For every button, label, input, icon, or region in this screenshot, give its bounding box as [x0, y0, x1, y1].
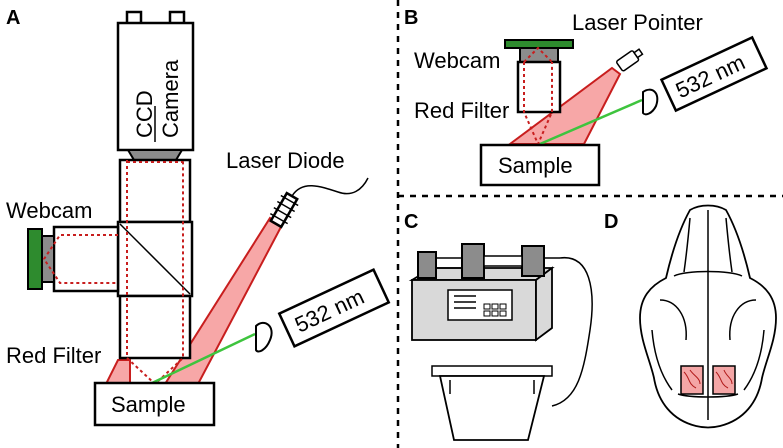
vessels-left [683, 369, 701, 389]
sample-box-b [479, 143, 601, 187]
red-filter-label: Red Filter [6, 343, 101, 368]
sample-label-b: Sample [498, 153, 573, 178]
panel-d: D [604, 204, 777, 429]
syringe-barrel [483, 255, 523, 267]
specimen-holder [431, 365, 553, 441]
green-beam-a [149, 332, 256, 386]
panel-a-letter: A [6, 7, 20, 29]
webcam-board-b [504, 39, 574, 49]
webcam-a: Webcam [6, 198, 120, 293]
panel-b-letter: B [404, 7, 418, 29]
lens-b [642, 88, 659, 116]
laser-pointer-label: Laser Pointer [572, 10, 703, 35]
panel-a: A CCD Camera [6, 7, 391, 427]
rat-skull [639, 204, 777, 429]
red-filter-tube [118, 294, 192, 360]
webcam-tube [52, 225, 120, 293]
webcam-label: Webcam [6, 198, 92, 223]
red-beam-left-reflection [104, 359, 131, 385]
panel-d-letter: D [604, 211, 618, 233]
webcam-board [27, 228, 43, 290]
sample-label-a: Sample [111, 392, 186, 417]
cranial-window-left [680, 365, 704, 395]
webcam-label-b: Webcam [414, 48, 500, 73]
syringe-pump [408, 243, 593, 407]
laser-diode-label: Laser Diode [226, 148, 345, 173]
green-laser-box-a: 532 nm [277, 268, 391, 348]
pump-side [535, 266, 553, 342]
lens-a [255, 321, 273, 353]
upper-tube [118, 158, 192, 224]
ccd-label: CCD [132, 90, 157, 138]
holder-body [438, 375, 546, 441]
pump-carriage [461, 243, 485, 279]
holder-top-plate [431, 365, 553, 377]
red-filter-label-b: Red Filter [414, 98, 509, 123]
sample-box-a [93, 381, 216, 427]
pump-pusher-block [417, 251, 437, 279]
laser-diode [269, 191, 299, 229]
ccd-camera: CCD Camera [116, 10, 195, 161]
vessels-right [715, 369, 733, 389]
cranial-window-right [712, 365, 736, 395]
laser-diode-cable [291, 177, 369, 197]
camera-label: Camera [158, 59, 183, 138]
panel-c: C [404, 211, 593, 441]
pump-holder [521, 245, 545, 277]
camera-lens-mount [126, 149, 184, 161]
beam-splitter-diagonal [119, 223, 191, 295]
panel-b: B Laser Pointer Webcam Red Filter 532 nm [404, 7, 769, 187]
green-beam-b [539, 98, 643, 146]
pump-tubing [551, 257, 593, 407]
panel-c-letter: C [404, 211, 418, 233]
laser-pointer [616, 48, 644, 72]
webcam-red-cone-b [523, 46, 553, 63]
webcam-red-path [42, 234, 118, 284]
optical-tube [116, 158, 194, 386]
green-laser-box-b: 532 nm [659, 35, 769, 113]
